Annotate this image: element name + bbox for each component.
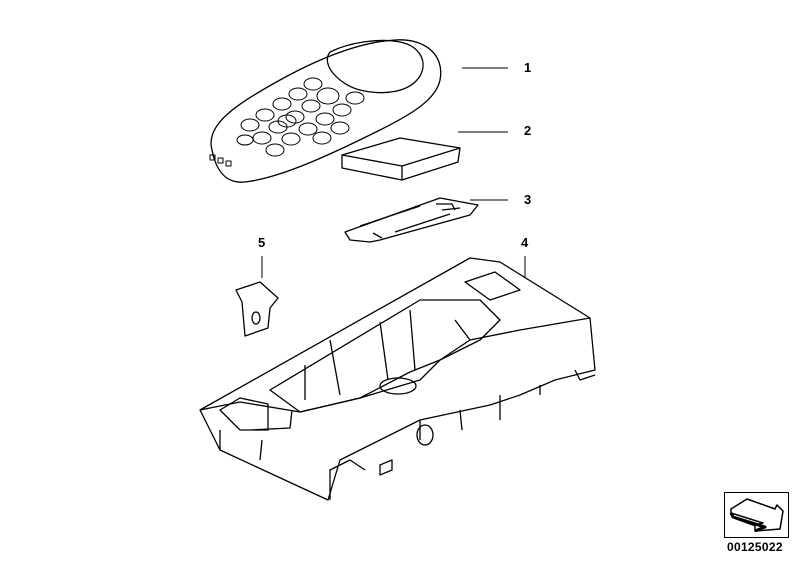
part-label-5: 5 — [258, 235, 266, 250]
part-5-clip — [235, 256, 279, 337]
part-2-battery — [341, 131, 508, 181]
part-label-3: 3 — [524, 192, 532, 207]
diagram-code: 00125022 — [727, 540, 783, 554]
part-3-cover-plate — [344, 197, 508, 243]
part-label-4: 4 — [521, 235, 529, 250]
part-label-2: 2 — [524, 123, 532, 138]
navigation-arrow-icon[interactable] — [724, 492, 789, 538]
part-4-console — [199, 256, 596, 501]
part-1-handset — [209, 39, 508, 183]
part-label-1: 1 — [524, 60, 532, 75]
